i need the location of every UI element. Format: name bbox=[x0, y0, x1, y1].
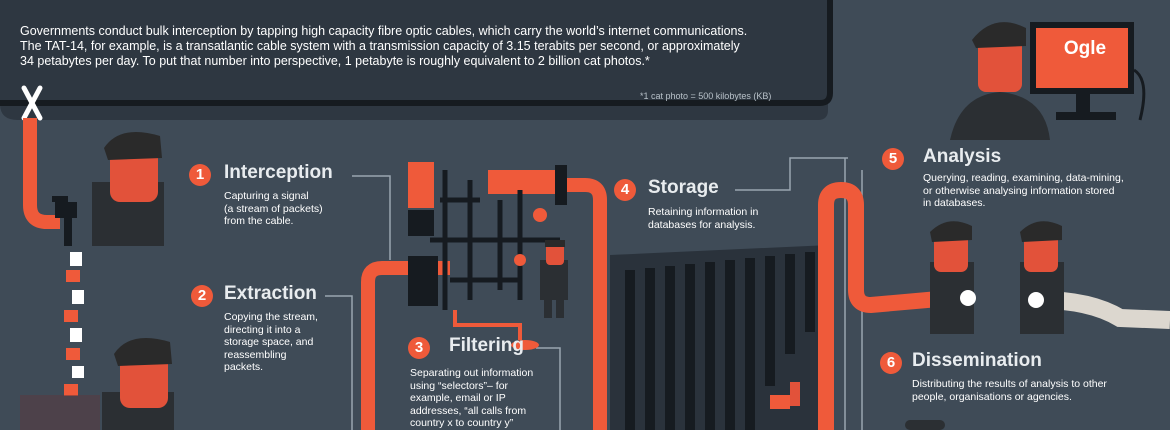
desc-line: example, email or IP bbox=[410, 392, 506, 404]
desc-line: people, organisations or agencies. bbox=[912, 390, 1072, 403]
desc-line: storage space, and bbox=[224, 336, 314, 348]
figure-icon bbox=[92, 132, 164, 246]
desc-line: Capturing a signal bbox=[224, 190, 309, 202]
intro-panel bbox=[0, 0, 828, 120]
step-desc-interception: Capturing a signal (a stream of packets)… bbox=[224, 190, 323, 228]
desc-line: Distributing the results of analysis to … bbox=[912, 378, 1107, 390]
figure-icon bbox=[905, 420, 945, 430]
desc-line: (a stream of packets) bbox=[224, 202, 323, 215]
step-number-4: 4 bbox=[614, 179, 636, 201]
desc-line: or otherwise analysing information store… bbox=[923, 184, 1115, 197]
tap-faucet-icon bbox=[52, 196, 77, 246]
connector-line-3 bbox=[536, 347, 561, 430]
desc-line: country x to country y” bbox=[410, 417, 514, 429]
desc-line: Copying the stream, bbox=[224, 311, 318, 323]
desc-line: directing it into a bbox=[224, 323, 301, 336]
figure-icon bbox=[1020, 221, 1064, 334]
computer-monitor-icon bbox=[1030, 22, 1146, 121]
step-desc-dissemination: Distributing the results of analysis to … bbox=[912, 378, 1107, 403]
figure-icon bbox=[540, 240, 568, 318]
desc-line: using “selectors”– for bbox=[410, 379, 509, 392]
step-title-filtering: Filtering bbox=[449, 335, 524, 356]
step-title-extraction: Extraction bbox=[224, 283, 317, 304]
black-cable-outline bbox=[0, 0, 833, 106]
desc-line: Retaining information in bbox=[648, 206, 759, 218]
step-title-analysis: Analysis bbox=[923, 146, 1002, 167]
step-number-3: 3 bbox=[408, 337, 430, 359]
desc-line: Separating out information bbox=[410, 367, 534, 379]
desc-line: Querying, reading, examining, data-minin… bbox=[923, 172, 1124, 184]
step-title-storage: Storage bbox=[648, 177, 719, 198]
intro-text: Governments conduct bulk interception by… bbox=[20, 24, 810, 69]
cut-cable-icon bbox=[21, 85, 43, 121]
step-title-dissemination: Dissemination bbox=[912, 350, 1042, 371]
figure-icon bbox=[950, 22, 1050, 140]
screen-logo: Ogle bbox=[1063, 38, 1107, 59]
intro-line-2: The TAT-14, for example, is a transatlan… bbox=[20, 39, 740, 53]
footnote: *1 cat photo = 500 kilobytes (KB) bbox=[640, 91, 772, 101]
step-number-1: 1 bbox=[189, 164, 211, 186]
step-title-interception: Interception bbox=[224, 162, 333, 183]
desc-line: reassembling bbox=[224, 348, 287, 361]
desc-line: packets. bbox=[224, 361, 264, 373]
figure-icon bbox=[930, 221, 976, 334]
pipe-network-icon bbox=[361, 162, 607, 430]
step-desc-analysis: Querying, reading, examining, data-minin… bbox=[923, 172, 1124, 210]
red-cable-left bbox=[23, 118, 60, 229]
intro-line-3: 34 petabytes per day. To put that number… bbox=[20, 54, 650, 68]
desc-line: in databases. bbox=[923, 197, 986, 209]
connector-line-1 bbox=[352, 175, 391, 260]
step-number-5: 5 bbox=[882, 148, 904, 170]
desc-line: databases for analysis. bbox=[648, 218, 756, 231]
step-number-6: 6 bbox=[880, 352, 902, 374]
packet-stream bbox=[20, 252, 100, 430]
step-desc-storage: Retaining information in databases for a… bbox=[648, 206, 758, 231]
step-number-2: 2 bbox=[191, 285, 213, 307]
step-desc-filtering: Separating out information using “select… bbox=[410, 367, 533, 430]
server-racks-icon bbox=[610, 245, 830, 430]
desc-line: addresses, “all calls from bbox=[410, 404, 527, 417]
desc-line: from the cable. bbox=[224, 215, 294, 227]
red-cable-right bbox=[818, 181, 951, 430]
figure-icon bbox=[102, 338, 174, 430]
connector-line-2 bbox=[325, 295, 353, 430]
step-desc-extraction: Copying the stream, directing it into a … bbox=[224, 311, 318, 374]
connector-line-4 bbox=[735, 157, 848, 191]
intro-line-1: Governments conduct bulk interception by… bbox=[20, 24, 748, 38]
